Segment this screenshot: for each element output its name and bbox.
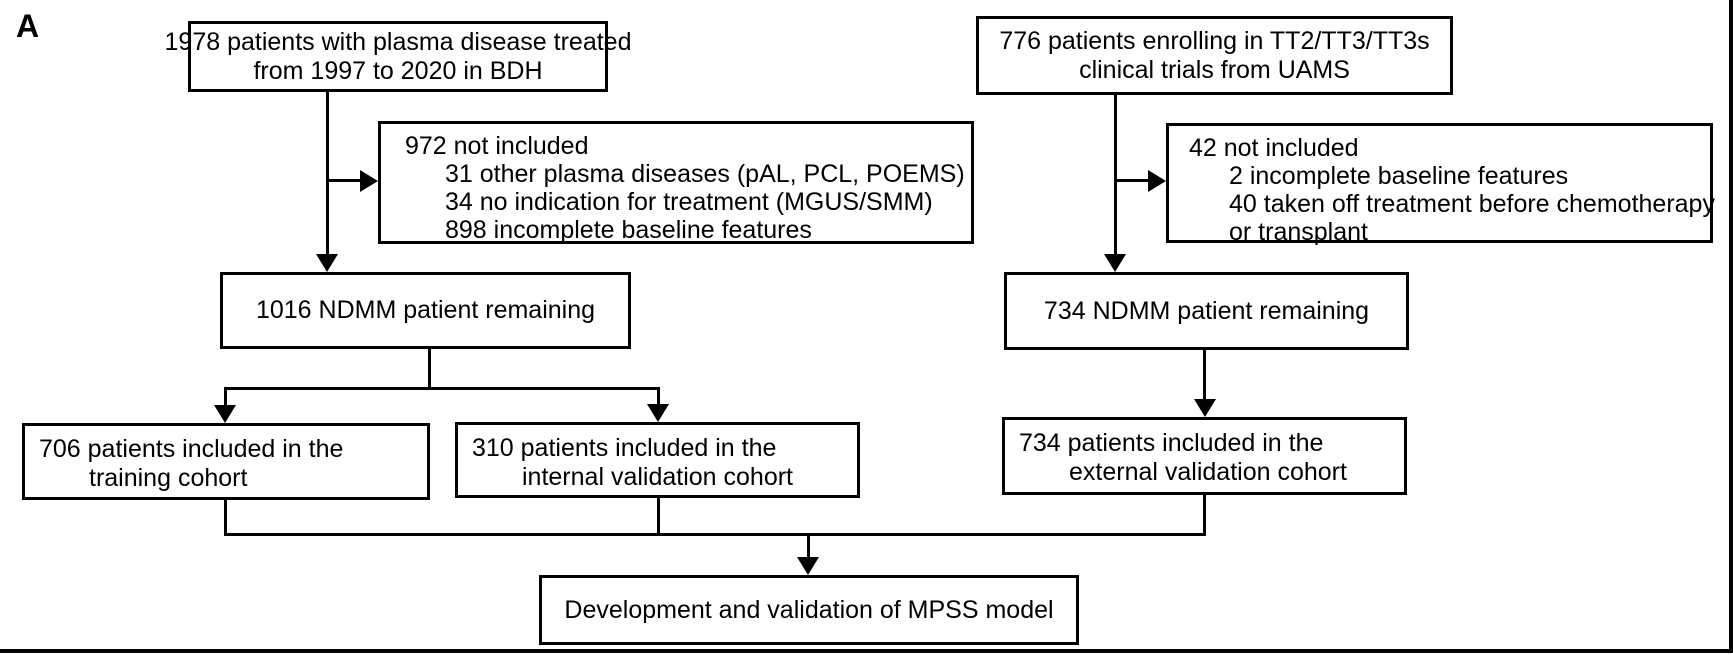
box-text-line: 734 NDMM patient remaining bbox=[1043, 296, 1370, 325]
connector-source-right-vertical bbox=[1114, 95, 1117, 256]
arrowhead-into-remaining-left-icon bbox=[316, 254, 338, 272]
connector-source-left-vertical bbox=[326, 92, 329, 256]
box-text-line: training cohort bbox=[89, 464, 248, 492]
box-text-line: 776 patients enrolling in TT2/TT3/TT3s bbox=[999, 26, 1430, 55]
connector-remaining-left-stem bbox=[428, 349, 431, 390]
arrowhead-into-internal-icon bbox=[647, 404, 669, 422]
box-text-line: 31 other plasma diseases (pAL, PCL, POEM… bbox=[445, 160, 965, 188]
box-text-line: Development and validation of MPSS model bbox=[564, 595, 1054, 624]
box-training-cohort: 706 patients included in the training co… bbox=[22, 423, 430, 500]
box-text-line: 1016 NDMM patient remaining bbox=[255, 296, 596, 324]
box-text-line: 310 patients included in the bbox=[472, 434, 777, 462]
box-internal-validation-cohort: 310 patients included in the internal va… bbox=[455, 422, 860, 498]
box-text-line: 40 taken off treatment before chemothera… bbox=[1229, 190, 1715, 218]
box-text-line: 1978 patients with plasma disease treate… bbox=[164, 27, 632, 56]
connector-merge-drop-internal bbox=[657, 498, 660, 536]
connector-drop-training bbox=[224, 387, 227, 407]
box-source-right: 776 patients enrolling in TT2/TT3/TT3s c… bbox=[976, 16, 1453, 95]
connector-drop-internal bbox=[657, 387, 660, 406]
arrowhead-into-external-icon bbox=[1194, 399, 1216, 417]
arrowhead-into-remaining-right-icon bbox=[1104, 254, 1126, 272]
box-external-validation-cohort: 734 patients included in the external va… bbox=[1002, 417, 1407, 495]
box-excluded-left: 972 not included 31 other plasma disease… bbox=[378, 121, 974, 244]
box-outcome: Development and validation of MPSS model bbox=[539, 575, 1079, 645]
connector-merge-bar bbox=[224, 533, 1206, 536]
figure-border-bottom bbox=[0, 649, 1733, 653]
connector-remaining-right-stem bbox=[1203, 350, 1206, 401]
box-remaining-left: 1016 NDMM patient remaining bbox=[220, 272, 631, 349]
box-text-line: 706 patients included in the bbox=[39, 435, 344, 463]
connector-merge-drop-training bbox=[224, 500, 227, 536]
box-text-line: 2 incomplete baseline features bbox=[1229, 162, 1569, 190]
arrowhead-into-outcome-icon bbox=[797, 557, 819, 575]
panel-label: A bbox=[16, 8, 41, 44]
box-text-line: external validation cohort bbox=[1069, 458, 1347, 486]
arrowhead-into-training-icon bbox=[214, 405, 236, 423]
box-source-left: 1978 patients with plasma disease treate… bbox=[165, 21, 631, 92]
box-text-line: 898 incomplete baseline features bbox=[445, 216, 812, 244]
box-text-line: from 1997 to 2020 in BDH bbox=[253, 56, 543, 85]
box-text-line: 34 no indication for treatment (MGUS/SMM… bbox=[445, 188, 933, 216]
arrowhead-into-excluded-right-icon bbox=[1148, 170, 1166, 192]
connector-branch-left-horizontal bbox=[326, 179, 362, 182]
box-text-line: clinical trials from UAMS bbox=[1079, 55, 1350, 84]
connector-outcome-stem bbox=[807, 536, 810, 559]
arrowhead-into-excluded-left-icon bbox=[360, 170, 378, 192]
figure-border-right bbox=[1729, 0, 1733, 653]
box-text-line: or transplant bbox=[1229, 218, 1368, 246]
box-text-line: 42 not included bbox=[1189, 134, 1359, 162]
connector-branch-right-horizontal bbox=[1114, 179, 1150, 182]
connector-split-bar bbox=[224, 387, 660, 390]
connector-merge-drop-external bbox=[1203, 495, 1206, 536]
box-text-line: 972 not included bbox=[405, 132, 589, 160]
box-remaining-right: 734 NDMM patient remaining bbox=[1004, 272, 1409, 350]
box-text-line: internal validation cohort bbox=[522, 463, 793, 491]
box-text-line: 734 patients included in the bbox=[1019, 429, 1324, 457]
box-excluded-right: 42 not included 2 incomplete baseline fe… bbox=[1166, 123, 1715, 246]
